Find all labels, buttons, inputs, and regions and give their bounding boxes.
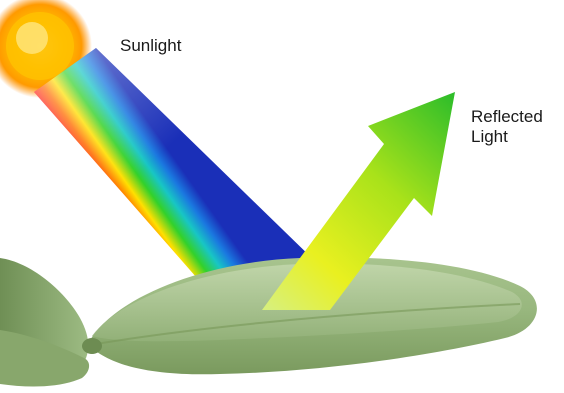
side-leaf-icon [0, 258, 89, 386]
reflected-light-label: Reflected Light [471, 107, 543, 147]
reflected-label-line2: Light [471, 127, 543, 147]
sunlight-label: Sunlight [120, 36, 181, 56]
reflected-label-line1: Reflected [471, 107, 543, 127]
